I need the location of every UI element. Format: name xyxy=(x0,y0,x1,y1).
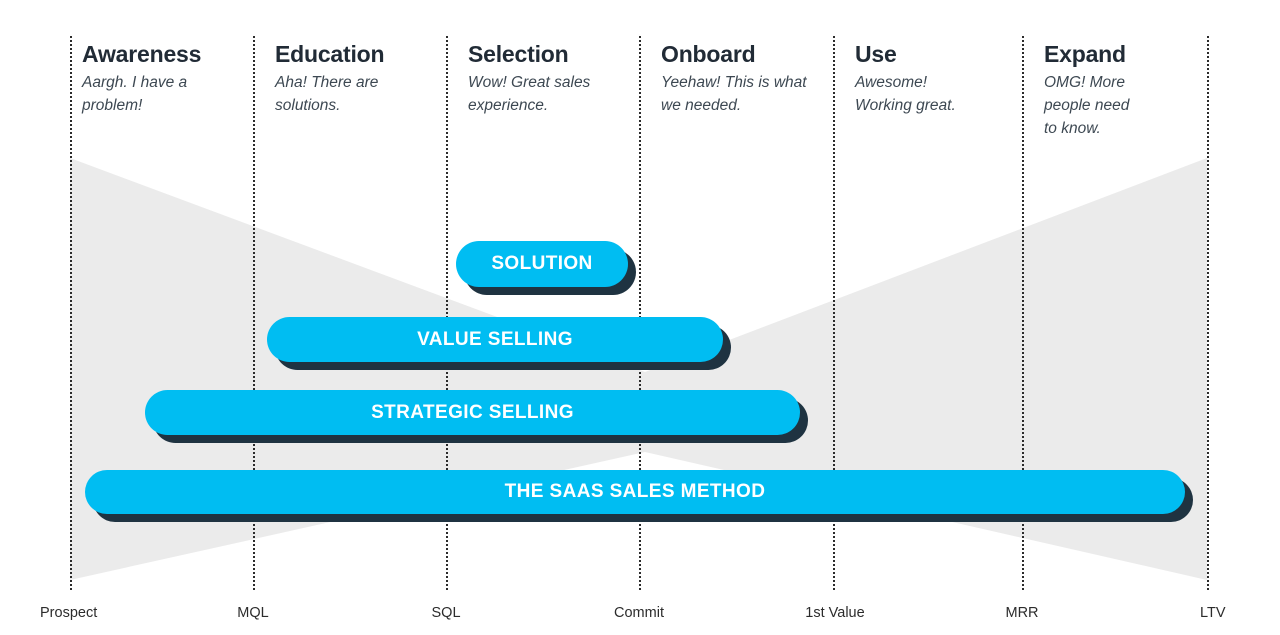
stage-divider xyxy=(253,36,255,590)
axis-label-ltv: LTV xyxy=(1200,605,1226,621)
stage-divider xyxy=(70,36,72,590)
axis-label-commit: Commit xyxy=(614,605,664,621)
stage-column-onboard: Onboard Yeehaw! This is what we needed. xyxy=(661,41,833,118)
bar-label: VALUE SELLING xyxy=(417,328,573,350)
axis-label-prospect: Prospect xyxy=(40,605,98,621)
stage-column-expand: Expand OMG! More people need to know. xyxy=(1044,41,1216,140)
method-bar-saas-sales-method[interactable]: THE SAAS SALES METHOD xyxy=(85,470,1193,522)
bar-label: STRATEGIC SELLING xyxy=(371,401,574,423)
stage-title: Expand xyxy=(1044,41,1126,67)
stage-quote: Aha! There are solutions. xyxy=(275,74,379,114)
bar-body: STRATEGIC SELLING xyxy=(145,390,800,435)
stage-divider xyxy=(833,36,835,590)
stage-divider xyxy=(639,36,641,590)
stage-column-selection: Selection Wow! Great sales experience. xyxy=(468,41,640,118)
stage-title: Education xyxy=(275,41,385,67)
stage-column-awareness: Awareness Aargh. I have a problem! xyxy=(82,41,254,118)
stage-divider xyxy=(1022,36,1024,590)
stage-title: Onboard xyxy=(661,41,756,67)
stage-divider xyxy=(1207,36,1209,590)
bar-body: VALUE SELLING xyxy=(267,317,723,362)
stage-title: Awareness xyxy=(82,41,202,67)
stage-quote: Aargh. I have a problem! xyxy=(82,74,188,114)
axis-label-sql: SQL xyxy=(431,605,461,621)
bar-body: THE SAAS SALES METHOD xyxy=(85,470,1185,514)
axis-label-mrr: MRR xyxy=(1005,605,1039,621)
stage-title: Use xyxy=(855,41,897,67)
stage-quote: Wow! Great sales experience. xyxy=(468,74,591,114)
bar-label: SOLUTION xyxy=(491,253,593,274)
bar-label: THE SAAS SALES METHOD xyxy=(504,481,766,502)
method-bar-solution[interactable]: SOLUTION xyxy=(456,241,636,295)
stage-quote: Yeehaw! This is what we needed. xyxy=(661,74,807,114)
method-bar-strategic-selling[interactable]: STRATEGIC SELLING xyxy=(145,390,808,443)
stage-quote: OMG! More people need to know. xyxy=(1044,74,1130,137)
method-bar-value-selling[interactable]: VALUE SELLING xyxy=(267,317,731,370)
stage-column-education: Education Aha! There are solutions. xyxy=(275,41,447,118)
axis-label-mql: MQL xyxy=(237,605,269,621)
axis-label-1st-value: 1st Value xyxy=(805,605,865,621)
stage-title: Selection xyxy=(468,41,569,67)
stage-divider xyxy=(446,36,448,590)
stage-column-use: Use Awesome! Working great. xyxy=(855,41,1027,118)
stage-quote: Awesome! Working great. xyxy=(855,74,956,114)
bar-body: SOLUTION xyxy=(456,241,628,287)
